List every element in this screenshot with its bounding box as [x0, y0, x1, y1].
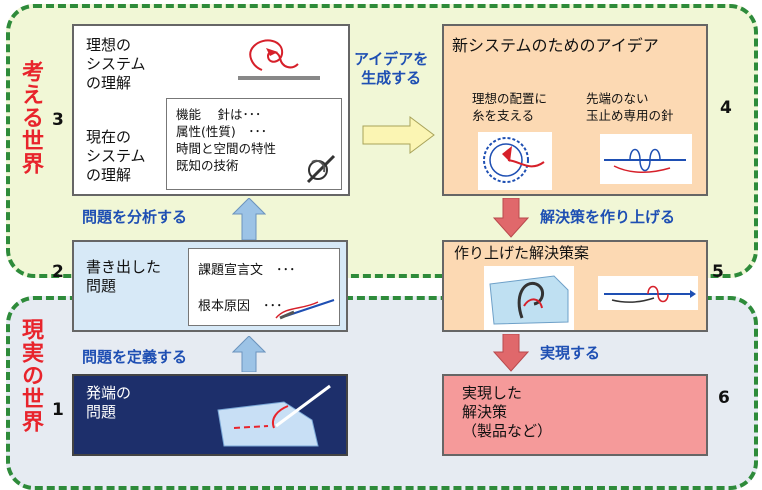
no-tip-needle-illustration	[600, 134, 692, 184]
support-thread-illustration	[478, 132, 552, 190]
ideal-needle-illustration	[232, 30, 324, 86]
idea-no-tip-needle-text: 先端のない 玉止め専用の針	[586, 91, 674, 123]
generate-right-arrow	[362, 116, 435, 154]
step-number-2: 2	[52, 262, 64, 282]
root-cause-text: 根本原因 ･･･	[198, 299, 283, 314]
realize-label: 実現する	[540, 344, 601, 362]
build-down-arrow	[492, 198, 530, 238]
solution-needle-illustration	[598, 276, 698, 310]
fabric-needle-illustration	[217, 384, 331, 447]
original-problem-title: 発端の 問題	[86, 384, 132, 421]
thinking-world-label: 考える世界	[18, 60, 43, 175]
analyze-problem-label: 問題を分析する	[82, 208, 188, 226]
written-problem-title: 書き出した 問題	[86, 258, 162, 295]
analyze-up-arrow	[232, 198, 266, 240]
new-system-ideas-title: 新システムのためのアイデア	[452, 36, 659, 55]
current-system-details-text: 機能 針は･･･ 属性(性質) ･･･ 時間と空間の特性 既知の技術	[176, 107, 277, 173]
needle-illustration	[275, 299, 335, 320]
current-system-details-panel	[166, 98, 342, 190]
knot-illustration	[306, 154, 336, 184]
define-up-arrow	[232, 336, 266, 372]
step-number-5: 5	[712, 262, 724, 282]
realized-solution-box	[442, 374, 708, 456]
current-system-text: 現在の システム の理解	[86, 128, 146, 184]
real-world-label: 現実の世界	[18, 318, 43, 433]
step-number-3: 3	[52, 110, 64, 130]
realize-down-arrow	[492, 334, 530, 372]
step-number-6: 6	[718, 388, 730, 408]
idea-support-thread-text: 理想の配置に 糸を支える	[472, 91, 548, 123]
realized-solution-title: 実現した 解決策 （製品など）	[462, 384, 553, 440]
built-solution-title: 作り上げた解決策案	[454, 244, 590, 262]
step-number-1: 1	[52, 400, 64, 420]
ideal-system-text: 理想の システム の理解	[86, 36, 146, 92]
generate-ideas-label: アイデアを 生成する	[354, 50, 429, 87]
define-problem-label: 問題を定義する	[82, 348, 188, 366]
step-number-4: 4	[720, 98, 732, 118]
problem-details-panel	[188, 248, 340, 326]
build-solution-label: 解決策を作り上げる	[540, 208, 676, 226]
problem-statement-text: 課題宣言文 ･･･	[198, 263, 296, 278]
solution-fabric-illustration	[484, 266, 574, 330]
